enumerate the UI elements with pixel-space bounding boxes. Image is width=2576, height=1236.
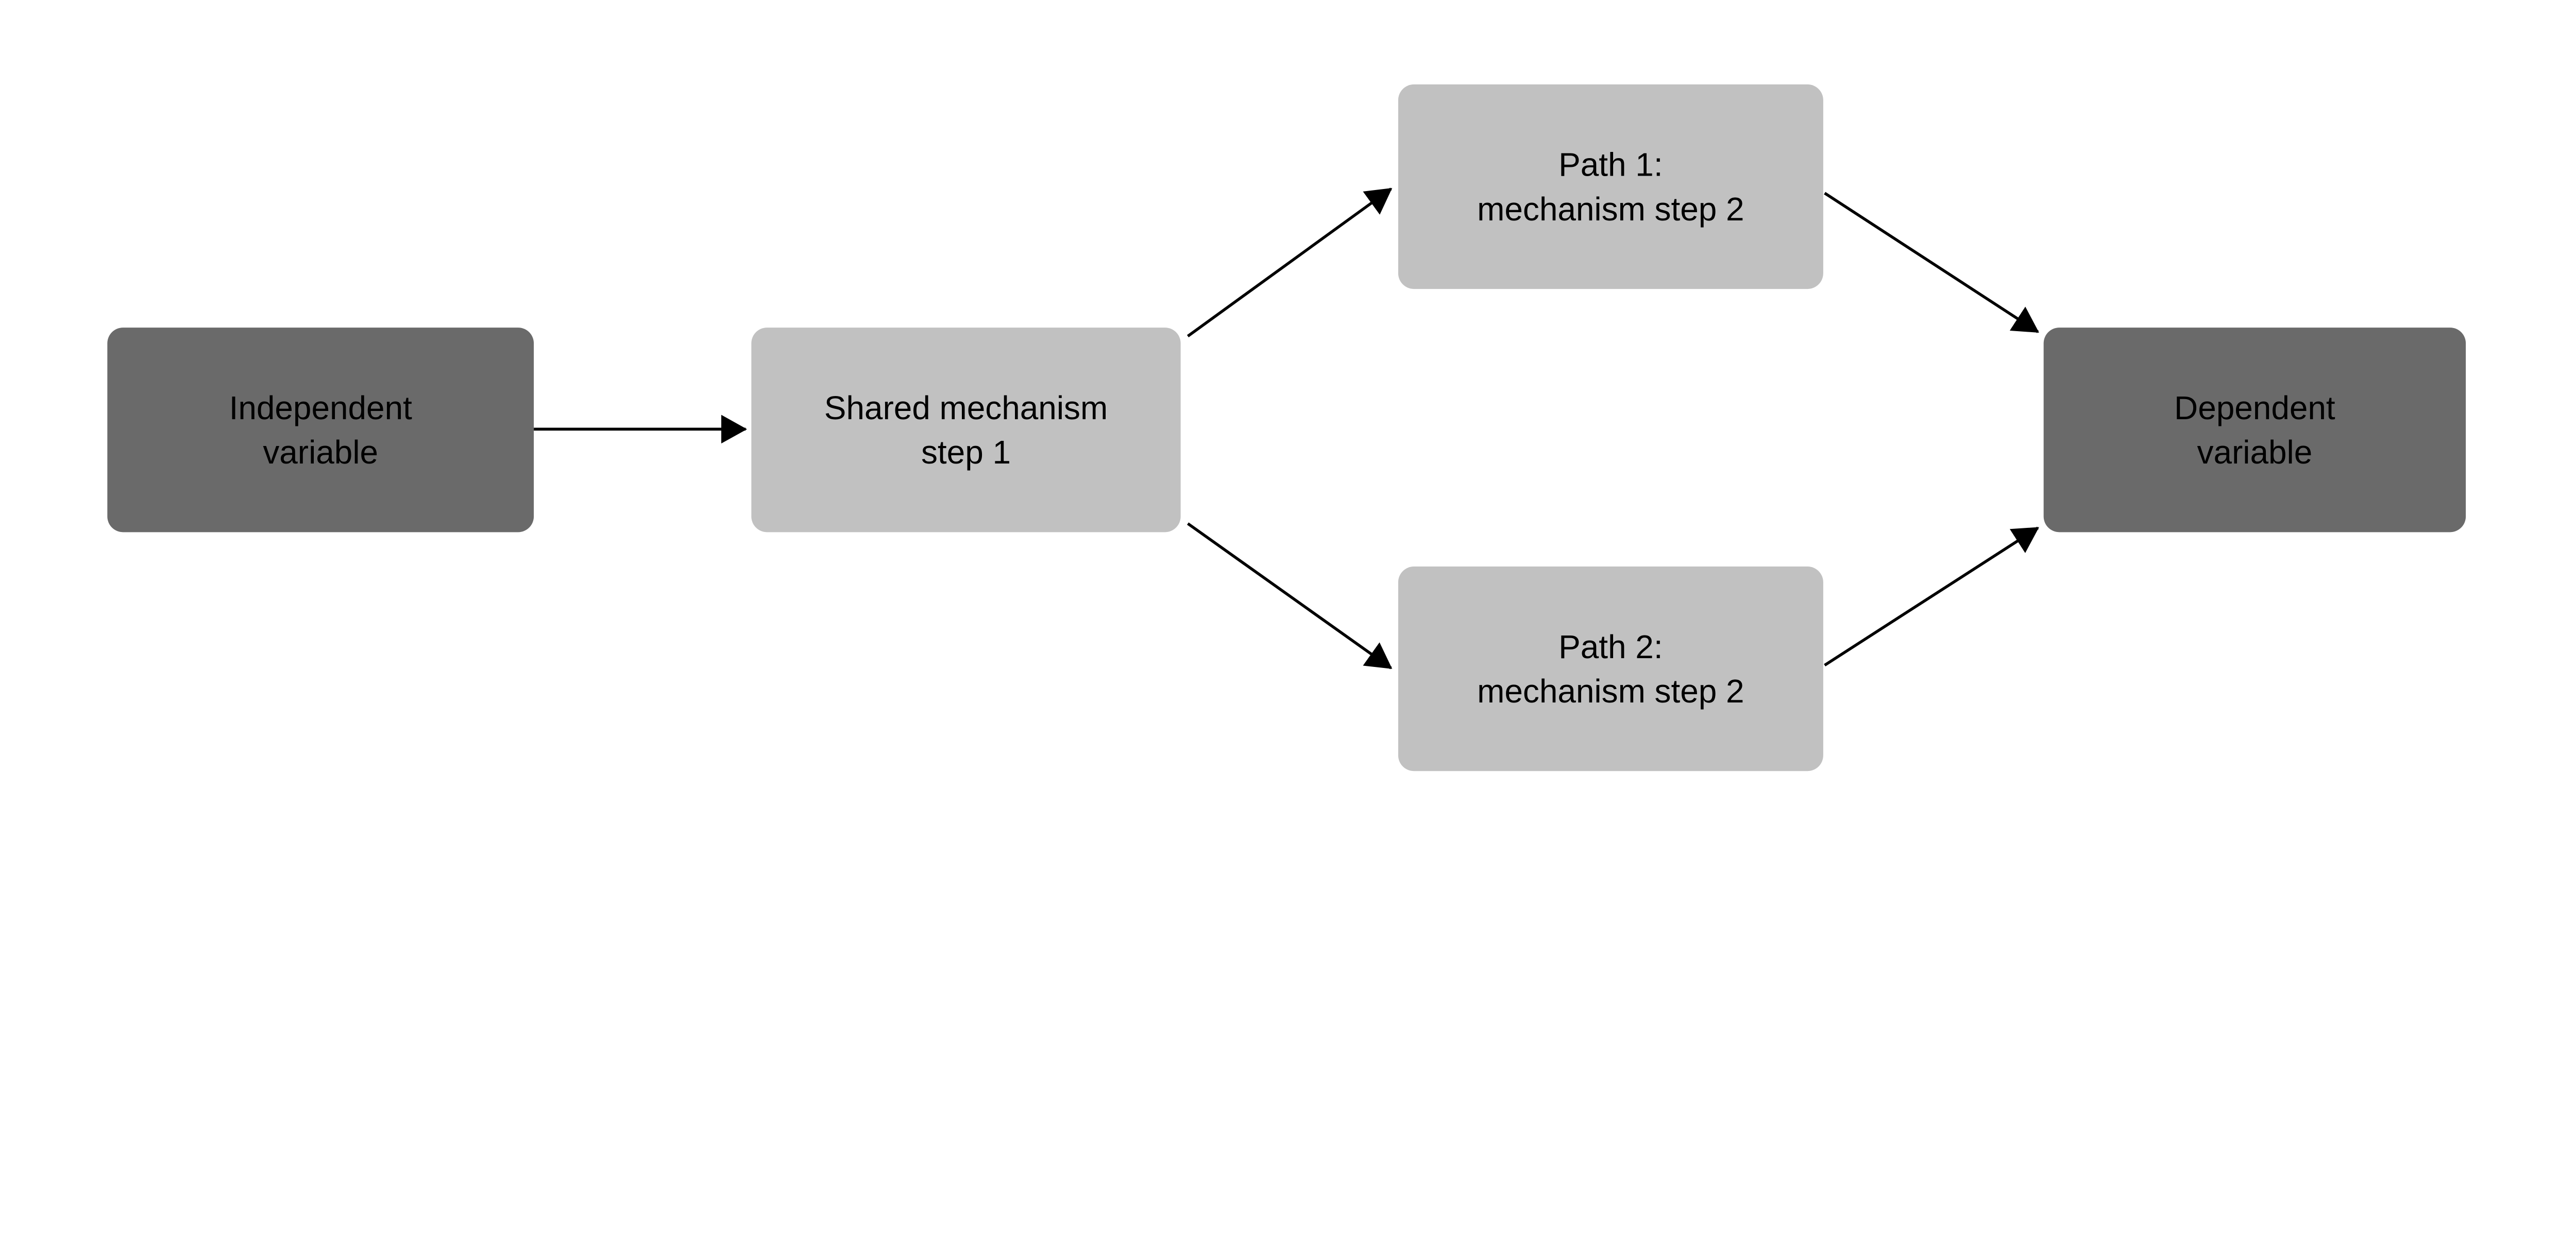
node-shared-mechanism-step-1: Shared mechanism step 1 [751, 328, 1181, 533]
node-independent-variable: Independent variable [107, 328, 534, 533]
node-label-path-2-mechanism-step-2: Path 2: mechanism step 2 [1477, 628, 1744, 709]
diagram-canvas: Independent variable Shared mechanism st… [107, 84, 2466, 771]
arrow-shared-to-path1 [1187, 187, 1393, 338]
node-path-1-mechanism-step-2: Path 1: mechanism step 2 [1398, 84, 1823, 289]
node-label-shared-mechanism-step-1: Shared mechanism step 1 [824, 389, 1108, 470]
arrow-shared-to-path2 [1187, 522, 1393, 670]
node-path-2-mechanism-step-2: Path 2: mechanism step 2 [1398, 566, 1823, 771]
node-dependent-variable: Dependent variable [2043, 328, 2466, 533]
node-label-dependent-variable: Dependent variable [2174, 389, 2335, 470]
node-label-independent-variable: Independent variable [229, 389, 412, 470]
node-label-path-1-mechanism-step-2: Path 1: mechanism step 2 [1477, 146, 1744, 227]
arrow-path1-to-dependent [1824, 192, 2039, 333]
arrow-path2-to-dependent [1824, 526, 2039, 667]
arrow-layer [534, 187, 2039, 670]
